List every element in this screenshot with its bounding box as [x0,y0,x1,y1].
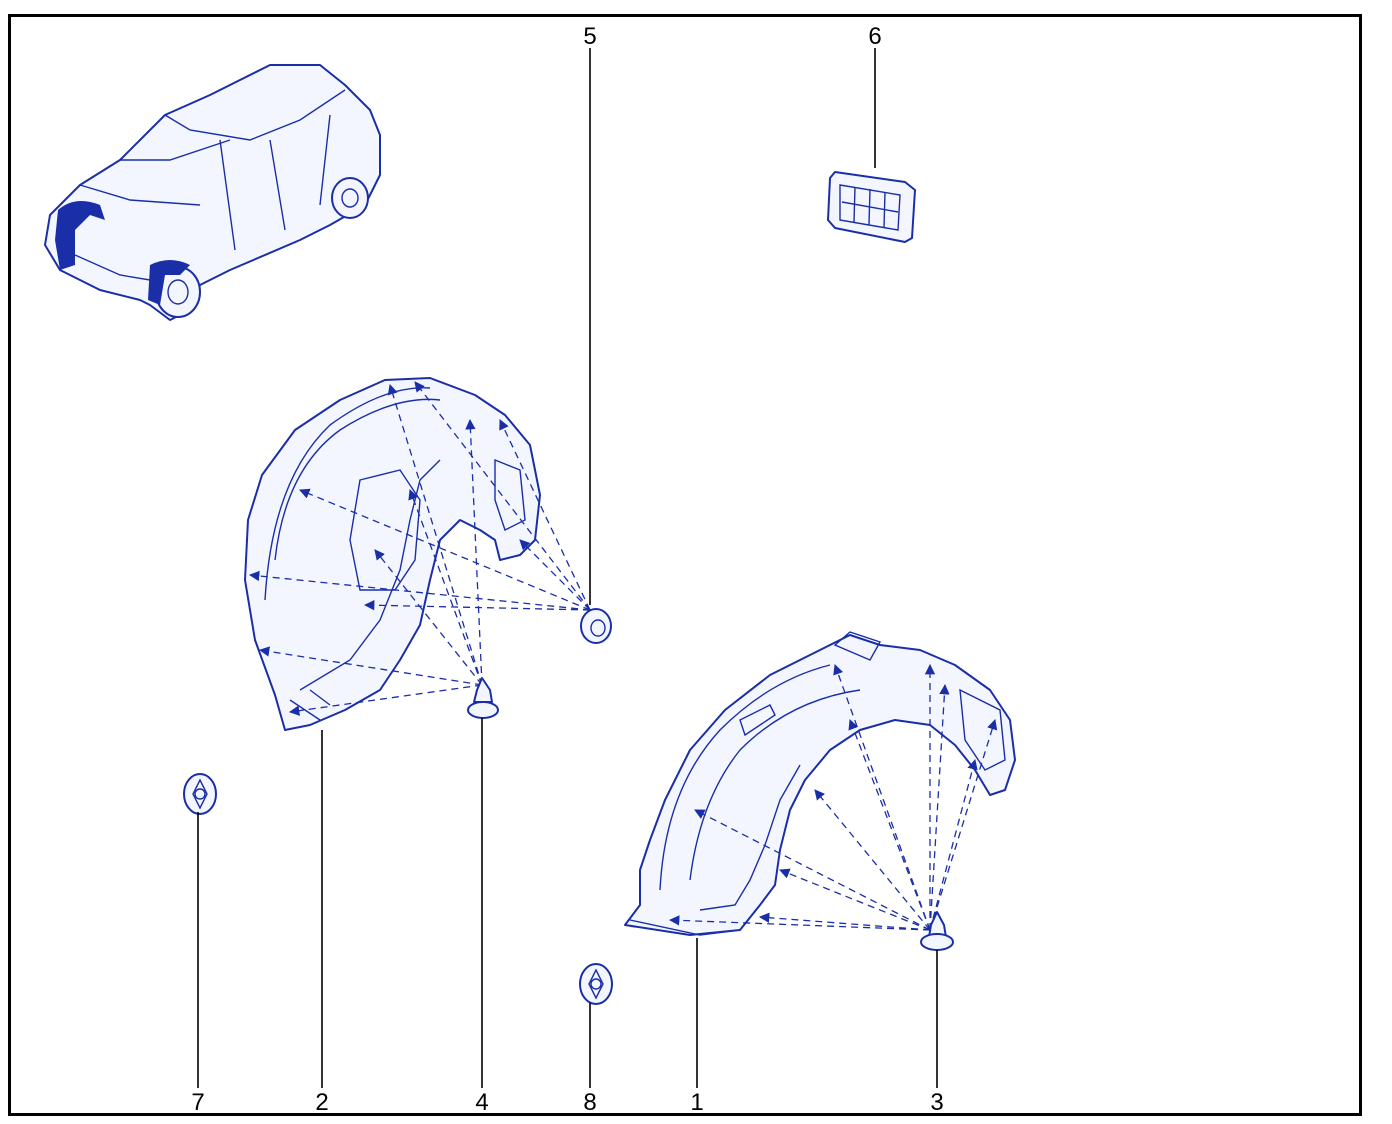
plastic-nut-part [580,608,612,644]
callout-3: 3 [930,1089,943,1116]
speed-nut-left-part [183,773,217,815]
vehicle-locator-icon [44,64,381,321]
callout-2: 2 [315,1089,328,1116]
right-liner-fastening-lines [668,663,998,931]
push-clip-left-part [467,677,499,719]
callout-4: 4 [475,1089,488,1116]
callout-8: 8 [583,1089,596,1116]
push-clip-right-part [920,911,954,951]
left-liner-fastening-lines [248,381,591,716]
left-wheel-arch-liner-part [244,377,541,731]
callout-labels: 5 6 7 2 4 8 1 3 [191,23,943,1116]
right-wheel-arch-liner-part [624,631,1016,936]
callout-7: 7 [191,1089,204,1116]
callout-1: 1 [690,1089,703,1116]
callout-5: 5 [583,23,596,50]
leader-lines [197,48,938,1088]
diagram-frame [8,14,1362,1116]
callout-6: 6 [868,23,881,50]
vent-grille-part [827,171,916,243]
speed-nut-right-part [579,963,613,1005]
